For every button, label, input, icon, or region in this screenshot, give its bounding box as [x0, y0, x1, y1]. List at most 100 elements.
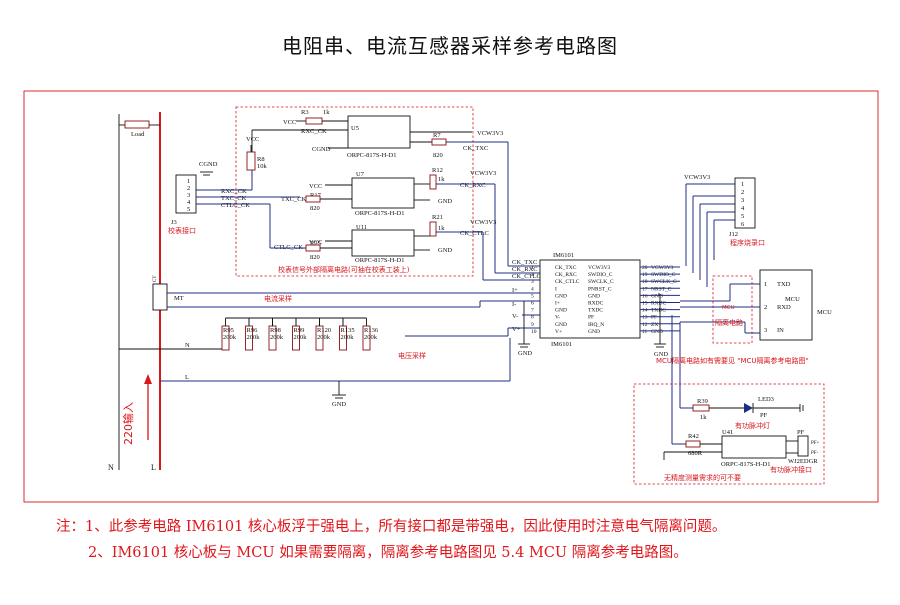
svg-text:I+: I+ — [512, 287, 518, 294]
svg-text:VCC: VCC — [309, 239, 322, 246]
divider-resistor-ref: R136 — [364, 327, 379, 334]
divider-resistor-ref: R135 — [341, 327, 355, 334]
im6101-left-pin-num: 2 — [531, 272, 534, 278]
j3-pin-label: 3 — [187, 192, 190, 199]
svg-text:R17: R17 — [310, 192, 322, 199]
svg-text:CTLC_CK: CTLC_CK — [221, 202, 250, 209]
svg-text:TXC_CK: TXC_CK — [281, 196, 307, 203]
load-label: Load — [131, 131, 145, 138]
current-transformer — [152, 283, 168, 311]
led3 — [744, 403, 753, 413]
divider-resistor — [362, 325, 371, 351]
divider-resistor-value: 200k — [341, 334, 355, 341]
svg-text:GND: GND — [438, 198, 452, 205]
im6101-right-pin-name: GND — [588, 329, 600, 335]
svg-text:VCW3V3: VCW3V3 — [470, 170, 496, 177]
outer-frame — [23, 90, 879, 503]
footnote-2: 2、IM6101 核心板与 MCU 如果需要隔离，隔离参考电路图见 5.4 MC… — [88, 545, 688, 561]
im6101-right-pin-name: VCW3V3 — [588, 265, 611, 271]
j12-ref: J12 — [729, 231, 738, 238]
im6101-right-net: GND — [651, 293, 663, 299]
mcu-note-label: MCU隔离电路如有需要见 "MCU隔离参考电路图" — [656, 356, 809, 365]
mcu-pin-num: 2 — [764, 304, 767, 311]
im6101-left-pin-name: I+ — [555, 301, 560, 307]
svg-text:CK_CTLC: CK_CTLC — [460, 230, 489, 237]
im6101-left-pin-num: 1 — [531, 265, 534, 271]
svg-text:CK_CTLC: CK_CTLC — [512, 273, 541, 280]
divider-resistor-value: 200k — [317, 334, 331, 341]
j3-connector — [175, 174, 197, 214]
svg-text:1k: 1k — [700, 414, 707, 421]
im6101-left-pin-num: 8 — [531, 315, 534, 321]
svg-text:PF-: PF- — [811, 451, 819, 456]
svg-text:CGND: CGND — [312, 146, 331, 153]
svg-text:GND: GND — [654, 351, 668, 358]
mcu-pin-name: RXD — [777, 304, 791, 311]
input-label: 220输入 — [121, 402, 135, 445]
isolation-box-pulse — [633, 383, 825, 485]
svg-text:VCW3V3: VCW3V3 — [477, 130, 503, 137]
svg-text:680R: 680R — [688, 450, 703, 457]
j3-pin-label: 1 — [187, 178, 190, 185]
svg-text:PF: PF — [797, 429, 805, 436]
svg-text:ORPC-817S-H-D1: ORPC-817S-H-D1 — [347, 152, 396, 159]
j3-pin-label: 2 — [187, 185, 190, 192]
mcu-pin-name: IN — [777, 327, 784, 334]
svg-text:U5: U5 — [351, 125, 359, 132]
svg-text:PF+: PF+ — [811, 441, 820, 446]
svg-text:GND: GND — [518, 350, 532, 357]
im6101-left-pin-name: CK_CTLC — [555, 279, 580, 285]
svg-text:LED3: LED3 — [758, 396, 774, 403]
svg-text:CGND: CGND — [199, 161, 218, 168]
im6101-left-pin-num: 10 — [531, 329, 537, 335]
svg-text:WJ2EDGR: WJ2EDGR — [788, 458, 818, 465]
im6101-right-pin-name: SWCLK_C — [588, 279, 614, 285]
divider-resistor-value: 200k — [223, 334, 237, 341]
im6101-right-net: NRST_C — [651, 286, 672, 292]
im6101-right-net: ZX — [651, 322, 658, 328]
svg-text:L: L — [185, 374, 189, 381]
svg-text:U11: U11 — [356, 224, 367, 231]
im6101-right-net: RXDC — [651, 301, 667, 307]
im6101-right-pin-num: 18 — [642, 279, 648, 285]
im6101-right-net: VCW3V3 — [651, 265, 674, 271]
svg-text:R21: R21 — [432, 214, 443, 221]
svg-text:820: 820 — [433, 152, 443, 159]
svg-text:VCW3V3: VCW3V3 — [684, 174, 710, 181]
j12-pin-label: 1 — [741, 181, 744, 188]
im6101-left-pin-num: 9 — [531, 322, 534, 328]
im6101-right-pin-name: RXDC — [588, 301, 604, 307]
svg-text:VCC: VCC — [309, 183, 322, 190]
im6101-right-pin-num: 11 — [642, 329, 648, 335]
opto-u7 — [351, 177, 415, 209]
j12-connector — [734, 177, 756, 229]
im6101-right-pin-num: 15 — [642, 301, 648, 307]
mcu-block — [759, 269, 813, 341]
svg-text:1k: 1k — [323, 109, 330, 116]
divider-resistor-value: 200k — [294, 334, 308, 341]
j12-pin-label: 6 — [741, 221, 745, 228]
divider-resistor-ref: R99 — [294, 327, 305, 334]
mcu-pin-num: 3 — [764, 327, 767, 334]
svg-text:GND: GND — [332, 401, 346, 408]
svg-text:10k: 10k — [257, 163, 268, 170]
im6101-right-pin-num: 14 — [642, 308, 648, 314]
im6101-right-net: PF — [651, 315, 657, 321]
im6101-right-pin-num: 17 — [642, 286, 648, 292]
load-resistor — [124, 120, 150, 129]
opto-u11 — [351, 229, 415, 257]
im6101-right-pin-num: 19 — [642, 272, 648, 278]
divider-resistor-ref: R96 — [247, 327, 259, 334]
pulse-port-label: 有功脉冲接口 — [770, 465, 812, 474]
svg-text:MCU: MCU — [785, 296, 800, 303]
svg-text:R42: R42 — [688, 433, 699, 440]
svg-text:N: N — [185, 342, 190, 349]
svg-text:820: 820 — [310, 205, 320, 212]
svg-text:1k: 1k — [438, 176, 445, 183]
im6101-right-net: SWDIO_C — [651, 272, 676, 278]
svg-text:R3: R3 — [301, 109, 309, 116]
im6101-left-pin-num: 3 — [531, 279, 534, 285]
divider-resistor-value: 200k — [364, 334, 378, 341]
svg-text:RXC_CK: RXC_CK — [221, 188, 247, 195]
